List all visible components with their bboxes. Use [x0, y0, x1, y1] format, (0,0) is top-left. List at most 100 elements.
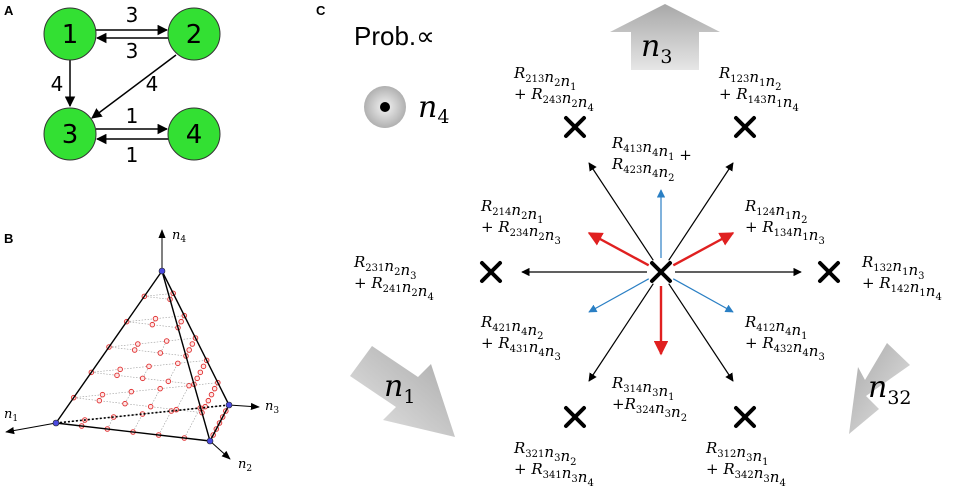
- node-1: [43, 7, 97, 61]
- marker-up-right-cross-icon: [734, 116, 756, 138]
- direction-label-n3: n3: [641, 29, 672, 68]
- state-point: [186, 347, 192, 353]
- state-point: [163, 338, 170, 344]
- lattice-line: [142, 366, 150, 379]
- rate-line: + R341n3n4: [514, 460, 594, 489]
- edge-label-2-3: 4: [146, 72, 159, 96]
- state-point: [175, 360, 181, 367]
- simplex-edges: [55, 270, 230, 442]
- axis-n3: [228, 402, 260, 411]
- simplex-edge-top-n2: [161, 270, 211, 442]
- rate-line: +R324n3n2: [612, 395, 687, 424]
- rate-line: + R134n1n3: [745, 218, 825, 247]
- vertex-n2: [206, 437, 214, 445]
- rate-mid-left: R214n2n1+ R234n2n3: [480, 197, 561, 247]
- edge-2-3: [91, 54, 177, 119]
- simplex-edge-top-n1: [55, 270, 163, 424]
- state-point: [114, 372, 120, 379]
- state-point: [117, 366, 123, 373]
- arrow-to-down-right: [668, 283, 734, 382]
- state-point: [200, 363, 207, 370]
- rate-line: R214n2n1: [480, 197, 543, 226]
- direction-arrow-n2: n32: [849, 343, 912, 434]
- arrow-red-mid-left: [587, 231, 650, 267]
- lattice-line: [160, 340, 167, 354]
- state-point: [157, 350, 164, 356]
- rate-down-right: R312n3n1+ R342n3n4: [705, 439, 786, 489]
- rate-line: R423n4n2: [611, 155, 674, 184]
- simplex-edge-n1-n3-hidden: [55, 404, 230, 424]
- rate-line: + R143n1n4: [719, 85, 799, 114]
- rate-line: R321n3n2: [513, 439, 576, 468]
- lattice-line: [144, 296, 171, 300]
- down-left-arrow-icon: [350, 346, 455, 437]
- direction-arrow-n1: n1: [350, 346, 455, 437]
- vertex-n3: [225, 401, 233, 409]
- lattice-line: [107, 416, 114, 430]
- rate-line: + R234n2n3: [481, 218, 561, 247]
- state-point: [139, 375, 146, 382]
- arrow-red-mid-right: [672, 231, 735, 267]
- state-point: [197, 369, 204, 376]
- marker-up-left-cross-icon: [564, 116, 586, 138]
- simplex-axis-labels: n4 n1 n2 n3: [4, 228, 279, 474]
- lattice-line: [185, 337, 196, 357]
- state-point: [178, 318, 184, 325]
- edge-label-3-4: 1: [126, 104, 139, 128]
- lattice-line: [126, 321, 179, 328]
- arrow-to-up-left: [588, 162, 654, 261]
- arrow-to-up-right: [668, 162, 734, 261]
- state-markers: [480, 116, 840, 428]
- graph-edge-labels: 3 3 4 4 1 1: [51, 3, 159, 167]
- lattice-line: [158, 410, 172, 436]
- rate-line: + R241n2n4: [354, 274, 434, 303]
- axis-n1: [5, 422, 57, 435]
- panel-label-c: C: [316, 3, 326, 18]
- node-label-3: 3: [62, 120, 79, 150]
- rate-up-center: R413n4n1 +R423n4n2: [611, 134, 692, 184]
- rate-line: R213n2n1: [513, 64, 576, 93]
- state-point: [131, 347, 138, 353]
- rate-line: R124n1n2: [744, 197, 807, 226]
- down-right-arrow-icon: [849, 343, 910, 434]
- edge-label-2-1: 3: [126, 39, 139, 63]
- state-point: [194, 375, 200, 382]
- direction-label-n1: n1: [384, 369, 415, 408]
- rate-line: + R432n4n3: [745, 334, 825, 363]
- rate-low-left: R421n4n2+ R431n4n3: [480, 313, 561, 363]
- marker-center-cross-icon: [650, 261, 672, 283]
- lattice-line: [108, 346, 187, 357]
- simplex-edge-n2-n3: [209, 404, 230, 442]
- lattice-line: [124, 391, 132, 404]
- graph-nodes: 1 2 3 4: [43, 7, 221, 161]
- state-point: [147, 403, 154, 410]
- axis-label-n1: n1: [4, 407, 18, 424]
- rate-line: R421n4n2: [480, 313, 543, 342]
- panel-label-a: A: [4, 3, 14, 18]
- n4-dot-icon: [380, 102, 390, 112]
- lattice-line: [176, 385, 190, 410]
- rate-line: R132n1n3: [861, 253, 924, 282]
- arrow-blue-low-left: [588, 278, 650, 313]
- arrow-blue-low-right: [672, 278, 734, 313]
- vertex-n1: [52, 419, 60, 427]
- node-3: [43, 107, 97, 161]
- simplex-edge-n1-n2: [55, 422, 211, 442]
- state-point: [173, 406, 180, 413]
- lattice-line: [168, 363, 179, 382]
- state-point: [211, 385, 218, 392]
- node-2: [167, 7, 221, 61]
- state-point: [165, 378, 172, 385]
- rate-line: R231n2n3: [353, 253, 416, 282]
- state-point: [146, 363, 152, 370]
- rate-line: + R431n4n3: [481, 334, 561, 363]
- lattice-line: [132, 413, 143, 433]
- rate-up-left: R213n2n1+ R243n2n4: [513, 64, 594, 114]
- lattice-line: [73, 397, 203, 413]
- state-point: [122, 400, 128, 407]
- node-label-4: 4: [186, 120, 203, 150]
- marker-left-cross-icon: [480, 261, 502, 283]
- node-4: [167, 107, 221, 161]
